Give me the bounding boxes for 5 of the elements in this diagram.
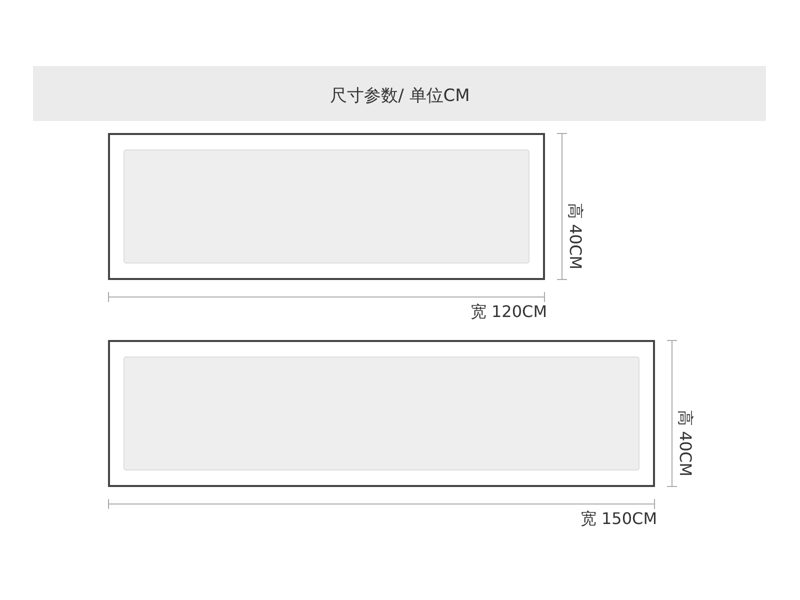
dimension-label: 高 40CM <box>566 203 584 270</box>
dimension-label: 宽 120CM <box>470 303 547 321</box>
title: 尺寸参数/ 单位CM <box>330 87 470 105</box>
dimension-label: 高 40CM <box>676 410 694 476</box>
dimension-label: 宽 150CM <box>580 510 657 528</box>
